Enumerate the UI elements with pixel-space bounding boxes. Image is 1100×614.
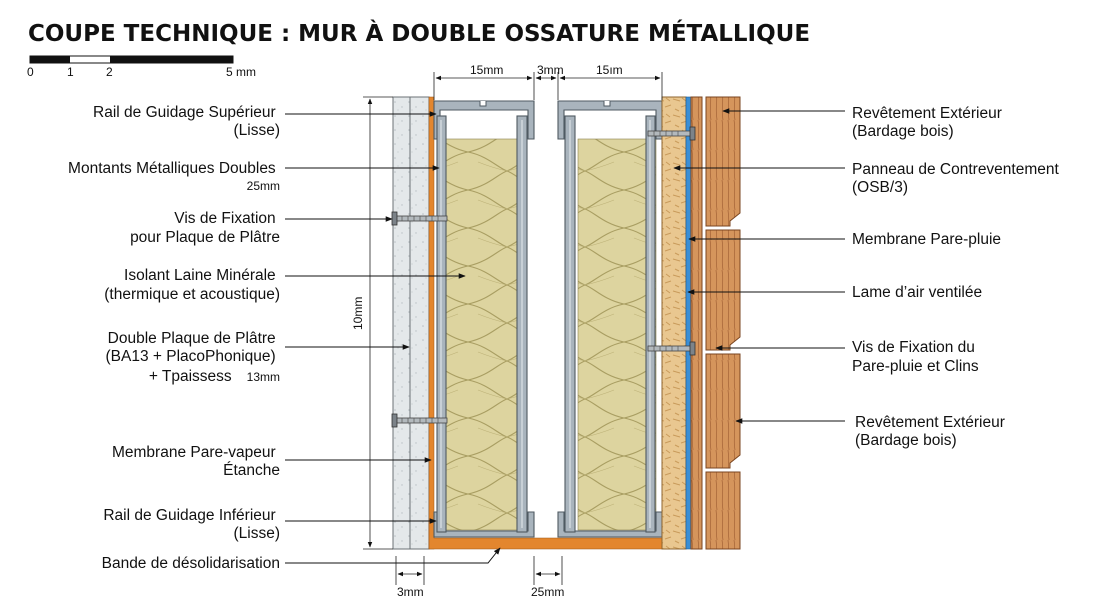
dim-height: 10mm — [351, 297, 365, 330]
rain-membrane — [685, 96, 692, 550]
scale-tick-2: 2 — [106, 65, 113, 79]
label-plaster-screw: Vis de Fixation pour Plaque de Plâtre — [130, 210, 280, 246]
dim-top-left: 15mm — [470, 63, 503, 77]
label-bottom-rail: Rail de Guidage Inférieur (Lisse) — [103, 507, 280, 542]
scale-bar: 0 1 2 5 mm — [27, 55, 256, 79]
diagram-title: COUPE TECHNIQUE : MUR À DOUBLE OSSATURE … — [28, 19, 810, 47]
dimensions — [363, 72, 663, 585]
label-rain-membrane: Membrane Pare-pluie — [852, 231, 1001, 248]
insulation-left — [445, 138, 525, 531]
label-double-studs: Montants Métalliques Doubles 25mm — [68, 160, 280, 193]
wood-cladding — [705, 96, 741, 550]
dim-bottom-right: 25mm — [531, 585, 564, 599]
screw-rain-membrane — [647, 341, 696, 356]
vapour-membrane — [428, 96, 435, 550]
scale-tick-0: 0 — [27, 65, 34, 79]
screw-plaster-upper — [391, 211, 448, 226]
label-decoupling-strip: Bande de désolidarisation — [102, 555, 280, 572]
label-vapour-membrane: Membrane Pare-vapeur Étanche — [112, 444, 280, 479]
label-osb: Panneau de Contreventement (OSB/3) — [852, 161, 1063, 196]
dim-bottom-left: 3mm — [397, 585, 424, 599]
label-top-rail: Rail de Guidage Supérieur (Lisse) — [93, 104, 280, 139]
scale-tick-1: 1 — [67, 65, 74, 79]
dim-top-gap: 3mm — [537, 63, 564, 77]
osb-panel — [661, 96, 687, 550]
label-double-plaster: Double Plaque de Plâtre (BA13 + PlacoPho… — [106, 330, 281, 385]
leader-lines — [285, 108, 845, 564]
plaster-boards — [392, 96, 430, 550]
scale-tick-5: 5 mm — [226, 65, 256, 79]
label-air-gap: Lame d’air ventilée — [852, 284, 982, 301]
dim-top-right: 15ım — [596, 63, 623, 77]
insulation-right — [577, 138, 657, 531]
battens — [690, 96, 703, 550]
label-mineral-wool: Isolant Laine Minérale (thermique et aco… — [104, 267, 280, 303]
screw-osb — [647, 126, 696, 141]
screw-plaster-lower — [391, 413, 448, 428]
label-cladding-top: Revêtement Extérieur (Bardage bois) — [852, 105, 1006, 140]
label-cladding-bottom: Revêtement Extérieur (Bardage bois) — [855, 414, 1009, 449]
label-rain-screw: Vis de Fixation du Pare-pluie et Clins — [852, 339, 979, 375]
